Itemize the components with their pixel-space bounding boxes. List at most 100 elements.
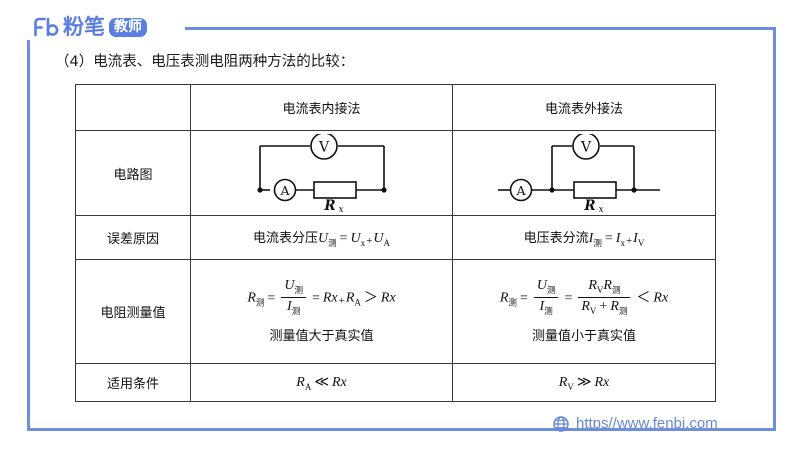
rx-compare: Rx [653, 290, 669, 306]
row-label-error-cause: 误差原因 [75, 215, 191, 260]
fraction-denominator: I测 [281, 298, 306, 317]
rx-term: Rx [322, 290, 338, 306]
r-measured-sub: 测 [508, 298, 517, 309]
header-cell-internal: 电流表内接法 [190, 84, 453, 131]
equals-sign: = [339, 230, 348, 246]
fraction-numerator: U测 [533, 278, 559, 298]
plus-sign-den: + [599, 299, 608, 314]
comparison-table: 电流表内接法 电流表外接法 电路图 V [75, 84, 716, 402]
ix-base: I [615, 230, 621, 246]
iv-base: I [633, 230, 638, 246]
table-row-condition: 适用条件 RA≪Rx RV≫Rx [75, 363, 716, 402]
ra-sub: A [354, 297, 361, 308]
much-less-than-sign: ≪ [314, 374, 329, 390]
ua-base: U [373, 230, 384, 246]
ammeter-internal-circuit: V A [191, 134, 452, 212]
equals-sign-1: = [267, 290, 276, 306]
rv-sub: V [567, 381, 574, 392]
value-note-internal: 测量值大于真实值 [269, 328, 374, 344]
ra-sub: A [304, 381, 312, 392]
plus-sign: + [366, 234, 373, 247]
equals-sign-2: = [564, 290, 573, 306]
formula-condition-external: RV≫Rx [558, 374, 609, 392]
less-than-sign: ＜ [636, 290, 651, 306]
plus-sign: + [338, 294, 345, 307]
rx-compare: Rx [331, 374, 347, 390]
svg-text:R: R [583, 198, 595, 212]
fraction-numerator: RVR测 [578, 278, 631, 298]
r-measured-base: R [247, 290, 256, 306]
rv-sub: V [596, 285, 604, 295]
plus-sign: + [625, 234, 633, 247]
formula-prefix: 电流表分压 [252, 230, 318, 246]
svg-text:x: x [598, 205, 603, 212]
cell-error-external: 电压表分流I测=Ix+IV [452, 215, 716, 260]
ux-base: U [350, 230, 361, 246]
fraction-denominator: RV+R测 [578, 298, 630, 317]
globe-icon [553, 415, 569, 432]
cell-circuit-internal: V A [190, 130, 453, 216]
cell-condition-internal: RA≪Rx [190, 363, 453, 402]
cell-condition-external: RV≫Rx [452, 363, 716, 402]
r-measured-sub: 测 [255, 298, 265, 309]
value-note-external: 测量值小于真实值 [531, 328, 636, 344]
row-label-condition: 适用条件 [75, 363, 191, 402]
svg-text:R: R [323, 198, 335, 212]
footer-url-text[interactable]: https//www.fenbi.com [576, 415, 718, 432]
u-sub: 测 [546, 286, 556, 296]
fenbi-logo: 粉笔 教师 [33, 13, 147, 41]
svg-text:A: A [515, 183, 526, 198]
ra-base: R [296, 374, 305, 390]
footer-url-block[interactable]: https//www.fenbi.com [553, 415, 718, 432]
formula-error-external: 电压表分流I测=Ix+IV [523, 230, 645, 249]
i-sub: 测 [291, 306, 301, 317]
table-row-circuit: 电路图 V [75, 130, 716, 216]
svg-text:x: x [338, 205, 343, 212]
formula-condition-internal: RA≪Rx [296, 374, 347, 392]
formula-prefix: 电压表分流 [523, 230, 589, 246]
fraction-denominator: I测 [534, 298, 559, 317]
formula-error-internal: 电流表分压U测=Ux+UA [252, 230, 391, 249]
u-sub: 测 [294, 286, 303, 296]
ix-sub: x [620, 237, 625, 248]
svg-text:V: V [317, 140, 329, 156]
rv-sub-den: V [589, 305, 597, 316]
cell-circuit-external: V A [452, 130, 716, 216]
rv-base-den: R [581, 299, 590, 314]
fraction-numerator: U测 [281, 278, 306, 298]
table-header-row: 电流表内接法 电流表外接法 [75, 84, 716, 131]
much-greater-than-sign: ≫ [576, 374, 592, 390]
rm-base-den: R [610, 299, 619, 314]
svg-text:A: A [279, 183, 290, 198]
u-measured-sub: 测 [328, 238, 337, 249]
i-measured-base: I [588, 230, 594, 246]
logo-wordmark: 粉笔 [63, 14, 105, 39]
i-measured-sub: 测 [593, 238, 602, 249]
iv-sub: V [637, 237, 645, 248]
page-title: （4）电流表、电压表测电阻两种方法的比较： [55, 54, 355, 70]
rm-sub: 测 [611, 286, 621, 296]
u-base: U [536, 278, 547, 294]
ua-sub: A [383, 237, 391, 248]
i-base: I [287, 299, 292, 314]
rv-base: R [558, 374, 568, 390]
ammeter-external-circuit: V A [453, 134, 715, 212]
equals-sign-1: = [519, 290, 528, 306]
u-base: U [284, 278, 295, 294]
ux-sub: x [360, 237, 366, 248]
i-base: I [539, 299, 545, 314]
u-measured-base: U [318, 230, 329, 246]
rm-sub-den: 测 [618, 306, 628, 317]
cell-error-internal: 电流表分压U测=Ux+UA [190, 215, 453, 260]
logo-badge-teacher: 教师 [109, 17, 147, 37]
rx-compare: Rx [380, 290, 396, 306]
